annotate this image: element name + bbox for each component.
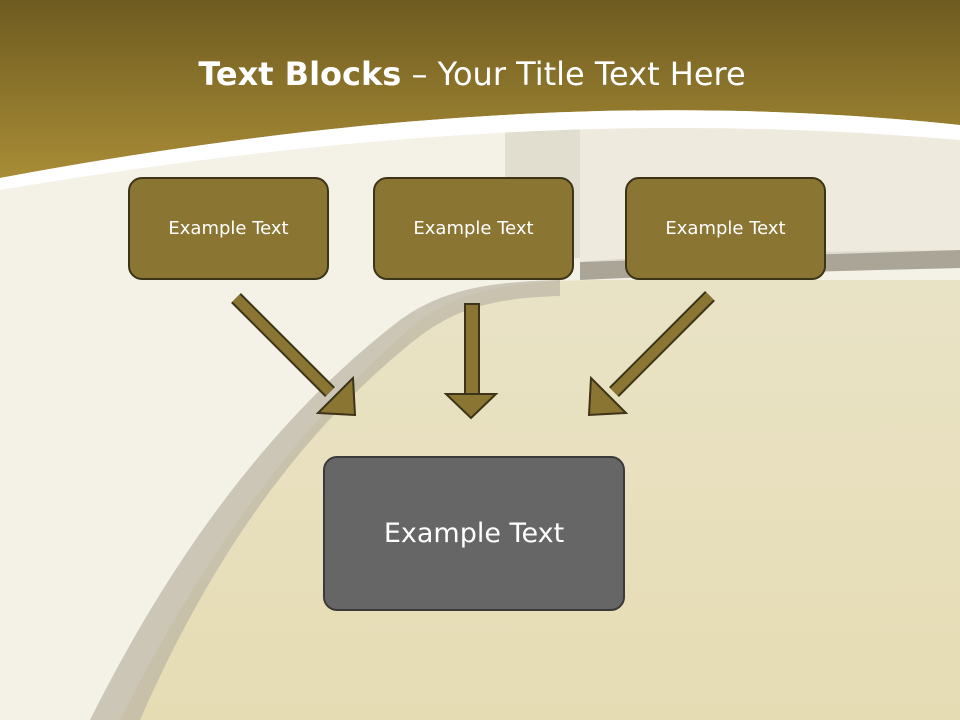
result-text-block-label: Example Text [383,518,565,549]
text-block-2-label: Example Text [413,218,534,239]
text-block-1-label: Example Text [168,218,289,239]
text-block-3[interactable]: Example Text [625,177,826,280]
text-block-1[interactable]: Example Text [128,177,329,280]
slide-title: Text Blocks – Your Title Text Here [0,54,944,94]
title-bold-part: Text Blocks [198,55,402,93]
title-rest-part: – Your Title Text Here [401,55,746,93]
result-text-block[interactable]: Example Text [323,456,625,611]
text-block-3-label: Example Text [665,218,786,239]
text-block-2[interactable]: Example Text [373,177,574,280]
